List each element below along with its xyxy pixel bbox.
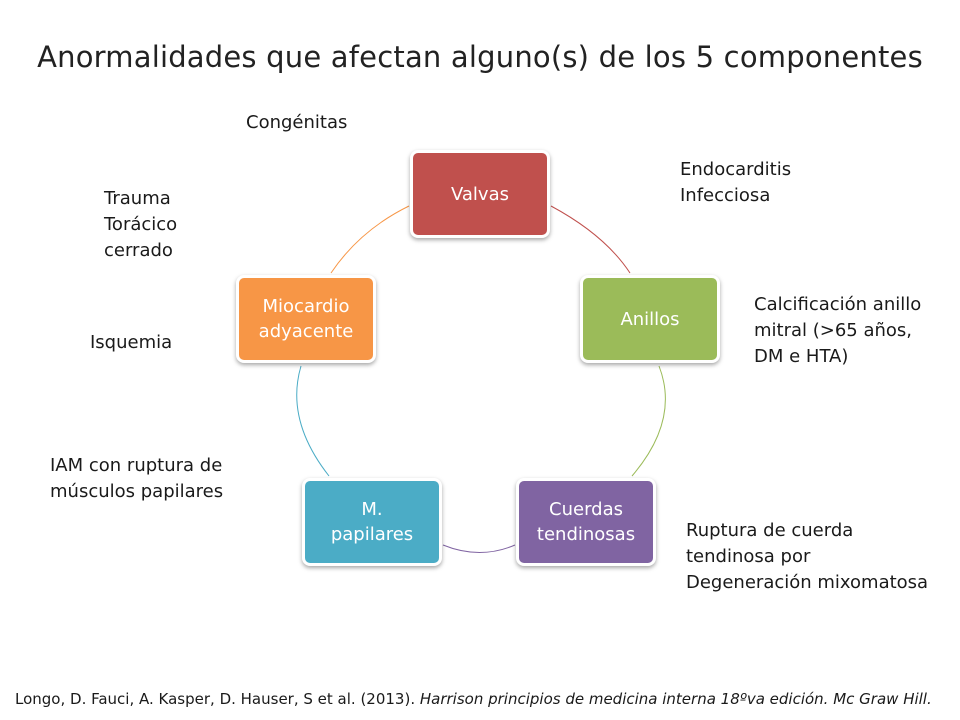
- note-endocarditis-line2: Infecciosa: [680, 185, 771, 206]
- node-miocardio-line1: Miocardio: [262, 296, 350, 317]
- node-valvas-label: Valvas: [450, 183, 509, 205]
- arc-papilares-miocardio: [296, 365, 330, 477]
- note-calcificacion-line1: Calcificación anillo: [754, 294, 922, 315]
- note-ruptura: Ruptura de cuerda tendinosa por Degenera…: [686, 518, 928, 596]
- note-trauma-line3: cerrado: [104, 240, 173, 261]
- note-ruptura-line3: Degeneración mixomatosa: [686, 572, 929, 593]
- arc-valvas-anillos: [550, 205, 631, 274]
- note-calcificacion-line2: mitral (>65 años,: [754, 320, 913, 341]
- arc-cuerdas-papilares: [442, 544, 516, 553]
- note-trauma-line1: Trauma: [104, 188, 171, 209]
- node-papilares-line2: papilares: [330, 524, 414, 545]
- node-papilares-line1: M.: [361, 499, 383, 520]
- note-iam: IAM con ruptura de músculos papilares: [50, 453, 223, 505]
- node-musculos-papilares: M. papilares: [302, 478, 442, 566]
- note-isquemia: Isquemia: [90, 332, 173, 353]
- note-ruptura-line1: Ruptura de cuerda: [686, 520, 854, 541]
- note-calcificacion-line3: DM e HTA): [754, 346, 849, 367]
- node-cuerdas-line1: Cuerdas: [549, 499, 623, 520]
- arc-miocardio-valvas: [330, 205, 410, 274]
- citation: Longo, D. Fauci, A. Kasper, D. Hauser, S…: [15, 690, 932, 708]
- node-anillos: Anillos: [580, 275, 720, 363]
- node-cuerdas-line2: tendinosas: [536, 524, 636, 545]
- citation-authors: Longo, D. Fauci, A. Kasper, D. Hauser, S…: [15, 690, 420, 708]
- node-anillos-label: Anillos: [620, 308, 680, 330]
- citation-work: Harrison principios de medicina interna …: [419, 690, 932, 708]
- node-miocardio-line2: adyacente: [258, 321, 354, 342]
- note-congenitas: Congénitas: [246, 112, 348, 133]
- note-calcificacion: Calcificación anillo mitral (>65 años, D…: [754, 292, 921, 370]
- note-endocarditis: Endocarditis Infecciosa: [680, 157, 791, 209]
- note-trauma-line2: Torácico: [104, 214, 178, 235]
- node-miocardio-adyacente: Miocardio adyacente: [236, 275, 376, 363]
- note-trauma: Trauma Torácico cerrado: [104, 186, 177, 264]
- node-cuerdas-tendinosas: Cuerdas tendinosas: [516, 478, 656, 566]
- node-valvas: Valvas: [410, 150, 550, 238]
- arc-anillos-cuerdas: [631, 365, 666, 477]
- note-iam-line1: IAM con ruptura de: [50, 455, 223, 476]
- note-iam-line2: músculos papilares: [50, 481, 224, 502]
- note-ruptura-line2: tendinosa por: [686, 546, 811, 567]
- slide-title: Anormalidades que afectan alguno(s) de l…: [37, 40, 923, 74]
- note-endocarditis-line1: Endocarditis: [680, 159, 792, 180]
